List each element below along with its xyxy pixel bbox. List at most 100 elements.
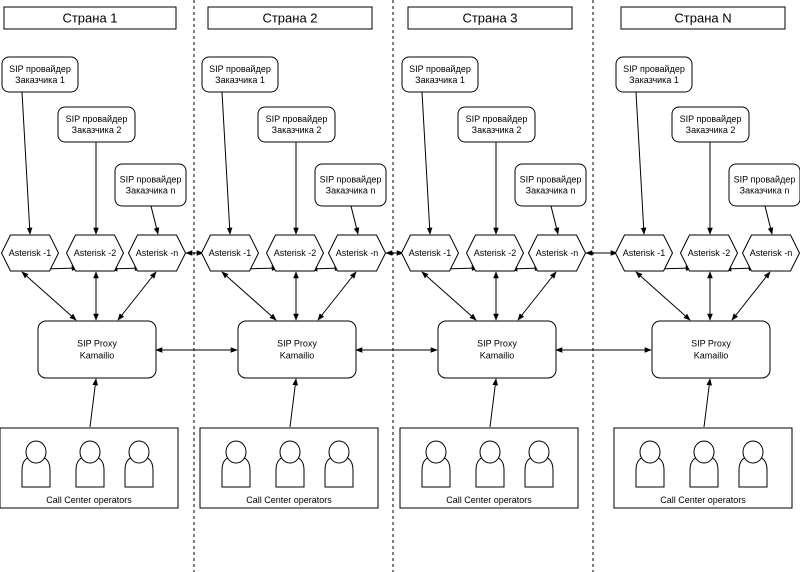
operator-head-shape	[79, 440, 101, 464]
operator-head-shape	[279, 440, 301, 464]
operator-head-shape	[128, 440, 150, 464]
sip-provider-label-line: SIP провайдер	[409, 64, 471, 74]
connector-arrow	[117, 271, 157, 321]
sip-proxy-box	[437, 320, 557, 379]
connector-arrow	[731, 271, 771, 321]
sip-provider-box	[314, 163, 387, 207]
asterisk-label: Asterisk -n	[536, 248, 579, 258]
sip-provider-box	[457, 106, 536, 143]
sip-proxy-label-line: Kamailio	[480, 351, 515, 361]
country-title-box	[3, 6, 177, 30]
connector-arrow	[517, 271, 557, 321]
sip-provider-box	[257, 106, 336, 143]
asterisk-label: Asterisk -n	[336, 248, 379, 258]
connector-arrow	[764, 205, 774, 235]
connector-arrow	[489, 378, 498, 428]
connector-arrow	[21, 91, 33, 235]
asterisk-node	[527, 234, 587, 272]
operator-icon	[738, 440, 768, 488]
operator-icon	[21, 440, 51, 488]
connector-arrow	[421, 91, 433, 235]
operator-head-shape	[742, 440, 764, 464]
asterisk-node	[265, 234, 325, 272]
sip-provider-box	[671, 106, 750, 143]
operator-icon	[475, 440, 505, 488]
asterisk-label: Asterisk -n	[136, 248, 179, 258]
connector-arrow	[89, 378, 98, 428]
asterisk-node	[127, 234, 187, 272]
connector-arrow	[150, 205, 160, 235]
operator-icon	[275, 440, 305, 488]
connector-arrow	[317, 271, 357, 321]
sip-provider-box	[728, 163, 800, 207]
sip-provider-box	[57, 106, 136, 143]
country-title: Страна N	[674, 11, 731, 26]
sip-provider-box	[201, 56, 279, 93]
sip-provider-label-line: SIP провайдер	[680, 114, 742, 124]
operators-label: Call Center operators	[660, 495, 746, 505]
connector-arrow	[635, 91, 647, 235]
country-title-box	[207, 6, 373, 30]
country-title: Страна 1	[62, 11, 117, 26]
connector-arrow	[635, 271, 691, 321]
connector-arrow	[550, 205, 560, 235]
operators-label: Call Center operators	[446, 495, 532, 505]
connector-arrow	[289, 378, 298, 428]
operator-icon	[524, 440, 554, 488]
connector-arrow	[421, 271, 477, 321]
sip-proxy-label-line: Kamailio	[694, 351, 729, 361]
sip-proxy-box	[237, 320, 357, 379]
operator-head-shape	[639, 440, 661, 464]
sip-proxy-label-line: SIP Proxy	[691, 339, 731, 349]
operator-icon	[635, 440, 665, 488]
country-title-box	[407, 6, 573, 30]
operator-head-shape	[479, 440, 501, 464]
asterisk-label: Asterisk -n	[750, 248, 793, 258]
sip-provider-box	[401, 56, 479, 93]
operator-head-shape	[225, 440, 247, 464]
sip-provider-label-line: Заказчика n	[740, 186, 790, 196]
asterisk-node	[0, 234, 60, 272]
asterisk-node	[327, 234, 387, 272]
sip-provider-label-line: Заказчика 2	[472, 125, 522, 135]
sip-provider-label-line: SIP провайдер	[120, 175, 182, 185]
asterisk-label: Asterisk -1	[623, 248, 666, 258]
country-title: Страна 2	[262, 11, 317, 26]
sip-proxy-label-line: SIP Proxy	[77, 339, 117, 349]
connector-arrow	[221, 271, 277, 321]
sip-provider-label-line: Заказчика 1	[215, 75, 265, 85]
asterisk-label: Asterisk -1	[9, 248, 52, 258]
operators-label: Call Center operators	[46, 495, 132, 505]
sip-provider-box	[615, 56, 693, 93]
asterisk-label: Asterisk -2	[274, 248, 317, 258]
operator-head-shape	[528, 440, 550, 464]
sip-provider-label-line: SIP провайдер	[734, 175, 796, 185]
operator-icon	[689, 440, 719, 488]
connector-arrow	[703, 378, 712, 428]
sip-proxy-box	[651, 320, 771, 379]
sip-provider-box	[514, 163, 587, 207]
connector-arrow	[21, 271, 77, 321]
operator-head-shape	[693, 440, 715, 464]
sip-proxy-label-line: SIP Proxy	[477, 339, 517, 349]
sip-provider-label-line: SIP провайдер	[466, 114, 528, 124]
sip-provider-label-line: Заказчика 1	[629, 75, 679, 85]
sip-provider-label-line: SIP провайдер	[623, 64, 685, 74]
sip-proxy-label-line: SIP Proxy	[277, 339, 317, 349]
operator-head-shape	[328, 440, 350, 464]
